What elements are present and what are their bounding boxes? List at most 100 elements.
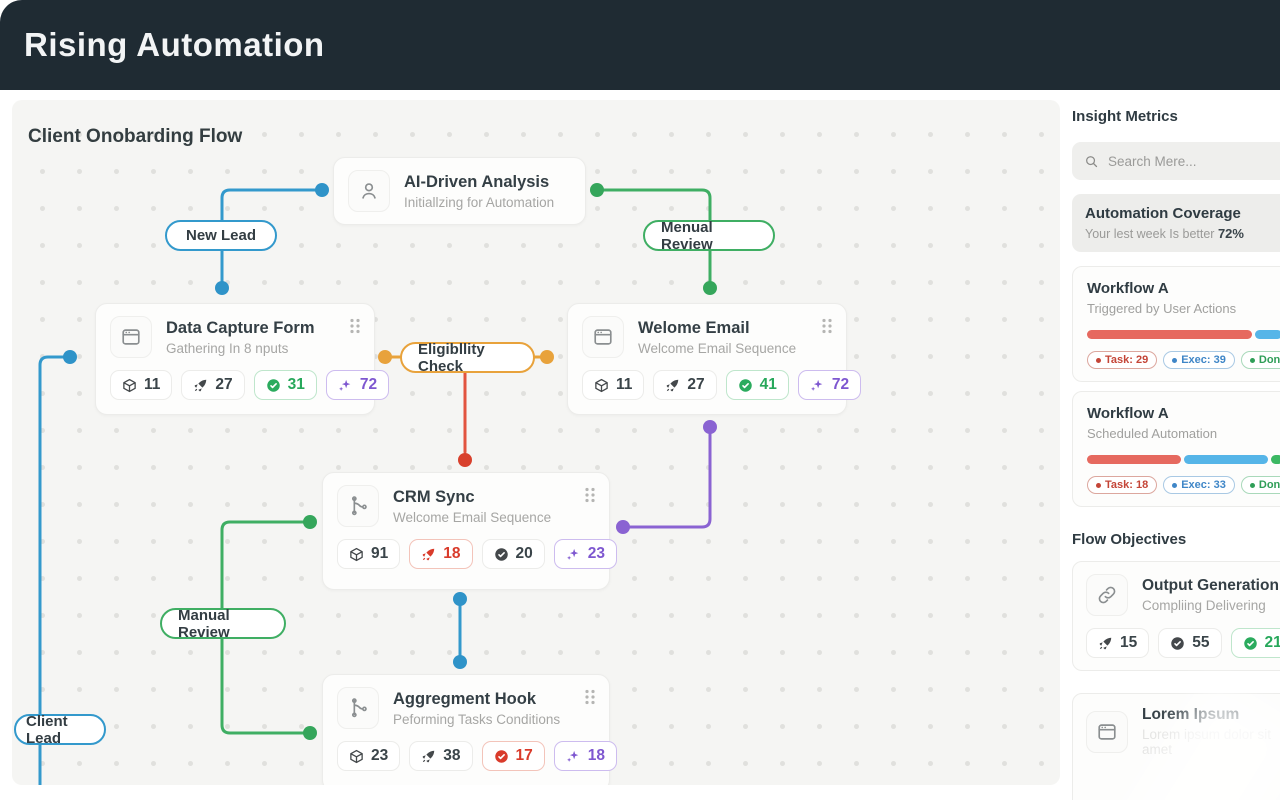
connector-endpoint (315, 183, 329, 197)
branch-icon (337, 687, 379, 729)
workflow-title: Workflow A (1087, 280, 1169, 297)
stat-chip: 20 (481, 539, 545, 569)
drag-handle-icon[interactable] (820, 318, 834, 339)
app-header: Rising Automation (0, 0, 1280, 90)
connector-endpoint (540, 350, 554, 364)
connector-endpoint (703, 420, 717, 434)
stat-chip: 21 (1230, 628, 1280, 658)
stat-chip: 27 (653, 370, 717, 400)
node-subtitle: Peforming Tasks Conditions (393, 711, 561, 727)
pill-client-lead[interactable]: Client Lead (14, 713, 106, 747)
connector-endpoint (378, 350, 392, 364)
pill-manual-review[interactable]: Manual Review (160, 607, 286, 641)
stat-chip: 18 (553, 741, 617, 771)
node-data-capture-form[interactable]: Data Capture Form Gathering In 8 nputs 1… (95, 303, 390, 415)
connector-endpoint (215, 281, 229, 295)
coverage-title: Automation Coverage (1085, 205, 1241, 222)
check-circle-icon (1243, 636, 1257, 650)
cube-icon (123, 378, 136, 392)
sparkle-icon (566, 548, 579, 560)
connector-endpoint (303, 515, 317, 529)
stat-chip: 23 (337, 741, 401, 771)
exec-badge: Exec: 33 (1163, 476, 1235, 494)
stat-chip: 91 (337, 539, 401, 569)
node-welcome-email[interactable]: Welome Email Welcome Email Sequence 11 2… (567, 303, 862, 415)
stat-chip: 72 (797, 370, 862, 400)
objective-subtitle: Compliing Delivering (1142, 598, 1266, 613)
rocket-icon (422, 750, 435, 762)
node-subtitle: Welcome Email Sequence (638, 340, 797, 356)
done-badge: Done: 1 (1240, 351, 1280, 369)
search-icon (1086, 155, 1098, 167)
objective-card-lorem-ipsum[interactable]: Lorem Ipsum Lorem ipsum dolor sit amet (1072, 693, 1280, 800)
connector-endpoint (703, 281, 717, 295)
flow-canvas[interactable]: Client Onobarding Flow AI-Driven Analysi… (12, 100, 1060, 785)
stat-chip: 31 (253, 370, 317, 400)
stat-chip: 55 (1158, 628, 1222, 658)
window-icon (582, 316, 624, 358)
search-box[interactable] (1072, 142, 1280, 180)
workflow-card[interactable]: Workflow A Scheduled Automation Task: 18… (1072, 391, 1280, 507)
stat-chip: 27 (181, 370, 245, 400)
check-circle-icon (494, 547, 508, 561)
drag-handle-icon[interactable] (583, 689, 597, 710)
connector-endpoint (453, 655, 467, 669)
connector-endpoint (458, 453, 472, 467)
stat-chip: 15 (1086, 628, 1150, 658)
check-circle-icon (266, 378, 280, 392)
cube-icon (350, 749, 363, 763)
connector-endpoint (63, 350, 77, 364)
node-aggregment-hook[interactable]: Aggregment Hook Peforming Tasks Conditio… (322, 674, 617, 785)
window-icon (110, 316, 152, 358)
flow-objectives-heading: Flow Objectives (1072, 531, 1187, 548)
objective-card-output-generation[interactable]: Output Generation Compliing Delivering 1… (1072, 561, 1280, 671)
pill-eligibility-check[interactable]: Eligibllity Check (400, 341, 535, 375)
pill-menual-review[interactable]: Menual Review (643, 219, 775, 253)
task-badge: Task: 29 (1087, 351, 1158, 369)
workflow-card[interactable]: Workflow A Triggered by User Actions Tas… (1072, 266, 1280, 382)
coverage-subtitle: Your lest week Is better 72% (1085, 226, 1244, 241)
drag-handle-icon[interactable] (583, 487, 597, 508)
node-subtitle: Initiallzing for Automation (404, 194, 555, 210)
objective-title: Lorem Ipsum (1142, 706, 1240, 723)
done-badge: Done: 1 (1240, 476, 1280, 494)
workflow-subtitle: Scheduled Automation (1087, 426, 1218, 441)
search-input[interactable] (1108, 153, 1268, 169)
node-title: Welome Email (638, 318, 750, 337)
stat-chip: 11 (582, 370, 645, 400)
sparkle-icon (566, 750, 579, 762)
node-title: Data Capture Form (166, 318, 315, 337)
node-title: Aggregment Hook (393, 689, 537, 708)
objective-subtitle: Lorem ipsum dolor sit amet (1142, 727, 1272, 757)
stat-chip: 23 (553, 539, 617, 569)
check-circle-icon (738, 378, 752, 392)
coverage-value: 72% (1217, 226, 1244, 241)
workflow-subtitle: Triggered by User Actions (1087, 301, 1237, 316)
user-icon (348, 170, 390, 212)
rocket-icon (422, 548, 435, 560)
pill-new-lead[interactable]: New Lead (165, 220, 277, 251)
rocket-icon (195, 379, 207, 391)
sparkle-icon (810, 379, 823, 391)
connector-endpoint (616, 520, 630, 534)
insight-sidebar: Insight Metrics Automation Coverage Your… (1060, 100, 1280, 800)
workflow-progress-bar (1087, 330, 1280, 339)
connector-purple (621, 425, 712, 529)
link-icon (1086, 574, 1128, 616)
cube-icon (595, 378, 608, 392)
node-ai-driven-analysis[interactable]: AI-Driven Analysis Initiallzing for Auto… (333, 157, 586, 225)
node-subtitle: Gathering In 8 nputs (166, 340, 289, 356)
rocket-icon (1099, 637, 1112, 649)
node-crm-sync[interactable]: CRM Sync Welcome Email Sequence 91 18 20… (322, 472, 617, 590)
drag-handle-icon[interactable] (348, 318, 362, 339)
branch-icon (337, 485, 379, 527)
task-badge: Task: 18 (1087, 476, 1158, 494)
node-subtitle: Welcome Email Sequence (393, 509, 552, 525)
stat-chip: 11 (110, 370, 173, 400)
automation-coverage-card: Automation Coverage Your lest week Is be… (1072, 194, 1280, 252)
insight-metrics-heading: Insight Metrics (1072, 108, 1178, 125)
canvas-title: Client Onobarding Flow (28, 126, 243, 147)
cube-icon (350, 547, 363, 561)
objective-title: Output Generation (1142, 577, 1279, 594)
connector-endpoint (303, 726, 317, 740)
